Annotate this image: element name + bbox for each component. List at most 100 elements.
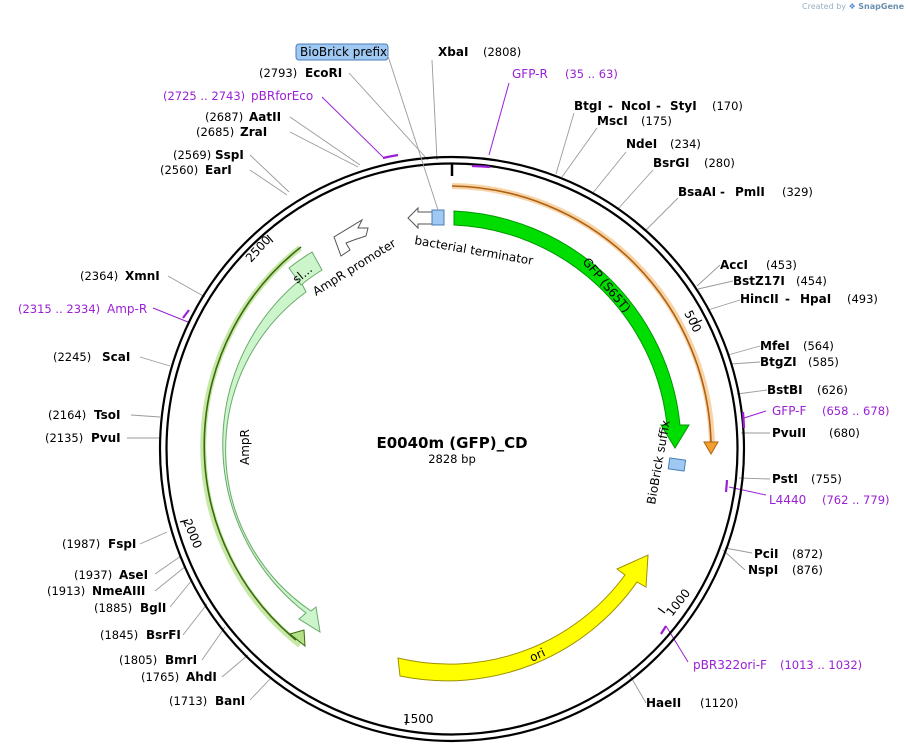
enzyme-pmli-pos: (329) <box>782 185 813 199</box>
biobrick-prefix-callout <box>295 43 389 61</box>
primer-gfp-f: GFP-F <box>772 404 807 418</box>
enzyme-ecori: EcoRI <box>305 66 342 80</box>
enzyme-aatii: AatII <box>249 110 281 124</box>
primer-l4440-range: (762 .. 779) <box>822 493 890 507</box>
enzyme-xbai: XbaI <box>438 45 468 59</box>
credit-brand: SnapGene <box>858 2 904 11</box>
enzyme-btgzi-pos: (585) <box>808 355 839 369</box>
ampr-promoter-label: AmpR promoter <box>310 236 398 298</box>
primer-leaders <box>152 82 767 663</box>
enzyme-fspi-pos: (1987) <box>62 537 100 551</box>
snapgene-credit: Created by ❖ SnapGene <box>802 2 904 11</box>
enzyme-pvuii: PvuII <box>772 426 806 440</box>
enzyme-pvui: PvuI <box>91 431 121 445</box>
enzyme-pcii: PciI <box>754 547 779 561</box>
enzyme-asei: AseI <box>119 568 148 582</box>
enzyme-ahdi-pos: (1765) <box>141 670 179 684</box>
gfp-feature-arrow <box>453 210 690 449</box>
gfp-orf-line <box>451 185 712 444</box>
map-title: E0040m (GFP)_CD <box>376 434 527 452</box>
enzyme-hincii: HincII <box>740 292 779 306</box>
snapgene-logo-icon: ❖ <box>848 2 856 11</box>
enzyme-ncoi: NcoI <box>621 99 651 113</box>
primer-amp-r: Amp-R <box>107 302 147 316</box>
enzyme-sspi: SspI <box>215 148 244 162</box>
enzyme-mfei-pos: (564) <box>803 339 834 353</box>
enzyme-psti: PstI <box>772 472 798 486</box>
enzyme-bsrgi: BsrGI <box>653 156 690 170</box>
map-length: 2828 bp <box>428 452 476 466</box>
enzyme-btgi: BtgI <box>574 99 602 113</box>
ori-feature-arrow <box>397 554 649 682</box>
enzyme-hpai-pos: (493) <box>847 292 878 306</box>
enzyme-pvuii-pos: (680) <box>829 426 860 440</box>
enzyme-haeii: HaeII <box>646 696 681 710</box>
enzyme-zrai-pos: (2685) <box>196 125 234 139</box>
primer-labels: GFP-R (35 .. 63) (2725 .. 2743) pBRforEc… <box>18 67 890 672</box>
enzyme-scai-pos: (2245) <box>53 350 91 364</box>
enzyme-styi: StyI <box>670 99 697 113</box>
enzyme-ndei-pos: (234) <box>670 137 701 151</box>
biobrick-suffix-box <box>667 457 687 472</box>
enzyme-xmni: XmnI <box>125 269 160 283</box>
enzyme-mfei: MfeI <box>760 339 790 353</box>
enzyme-sep-1: - <box>608 99 613 113</box>
ampr-promoter-arrow <box>333 218 369 257</box>
enzyme-ahdi: AhdI <box>186 670 217 684</box>
enzyme-bstz17i-pos: (454) <box>796 274 827 288</box>
enzyme-tsoi: TsoI <box>94 408 120 422</box>
enzyme-bsrfi: BsrFI <box>146 628 181 642</box>
primer-pbrforeco-range: (2725 .. 2743) <box>163 89 245 103</box>
ampr-feature-label: AmpR <box>238 429 252 465</box>
tick-label-1000: 1000 <box>663 586 693 619</box>
primer-gfp-f-range: (658 .. 678) <box>822 404 890 418</box>
enzyme-pcii-pos: (872) <box>792 547 823 561</box>
gfp-feature-label: GFP (S65T) <box>580 255 634 315</box>
enzyme-fspi: FspI <box>108 537 136 551</box>
enzyme-eari-pos: (2560) <box>160 163 198 177</box>
enzyme-bani-pos: (1713) <box>169 694 207 708</box>
enzyme-xbai-pos: (2808) <box>483 45 521 59</box>
enzyme-acci-pos: (453) <box>766 258 797 272</box>
primer-gfp-r-range: (35 .. 63) <box>565 67 618 81</box>
credit-prefix: Created by <box>802 2 847 11</box>
enzyme-sep-4: - <box>785 292 790 306</box>
backbone-outer-ring <box>158 155 746 743</box>
enzyme-bgli: BglI <box>140 601 166 615</box>
enzyme-bsaai: BsaAI <box>678 185 716 199</box>
ampr-feature-arrow <box>222 279 321 634</box>
enzyme-styi-pos: (170) <box>712 99 743 113</box>
primer-pbr322ori-f-range: (1013 .. 1032) <box>780 658 862 672</box>
tick-marks <box>179 234 703 726</box>
enzyme-pvui-pos: (2135) <box>45 431 83 445</box>
enzyme-nmeaiii: NmeAIII <box>92 584 145 598</box>
enzyme-eari: EarI <box>205 163 232 177</box>
enzyme-sep-3: - <box>720 185 725 199</box>
enzyme-bstbi-pos: (626) <box>817 383 848 397</box>
biobrick-prefix-callout-label: BioBrick prefix <box>300 45 387 59</box>
bacterial-terminator-label: bacterial terminator <box>413 233 534 268</box>
enzyme-asei-pos: (1937) <box>74 568 112 582</box>
enzyme-ecori-pos: (2793) <box>259 66 297 80</box>
enzyme-nspi: NspI <box>748 563 778 577</box>
enzyme-ndei: NdeI <box>626 137 657 151</box>
primer-gfp-r: GFP-R <box>512 67 548 81</box>
enzyme-bmri-pos: (1805) <box>119 653 157 667</box>
enzyme-xmni-pos: (2364) <box>80 269 118 283</box>
biobrick-suffix-label: BioBrick suffix <box>644 419 673 505</box>
enzyme-scai: ScaI <box>102 350 130 364</box>
primer-pbrforeco: pBRforEco <box>251 89 313 103</box>
enzyme-bstz17i: BstZ17I <box>733 274 785 288</box>
primer-pbr322ori-f: pBR322ori-F <box>693 658 767 672</box>
bacterial-terminator-arrow <box>407 206 434 230</box>
enzyme-msci-pos: (175) <box>641 114 672 128</box>
enzyme-labels-left: XbaI (2808) (2793) EcoRI (2687) AatII (2… <box>45 45 521 708</box>
enzyme-bmri: BmrI <box>165 653 197 667</box>
enzyme-bsrfi-pos: (1845) <box>100 628 138 642</box>
enzyme-labels-right: BtgI - NcoI - StyI (170) MscI (175) NdeI… <box>574 99 878 710</box>
primer-amp-r-range: (2315 .. 2334) <box>18 302 100 316</box>
enzyme-bsrgi-pos: (280) <box>704 156 735 170</box>
enzyme-haeii-pos: (1120) <box>700 696 738 710</box>
enzyme-msci: MscI <box>597 114 628 128</box>
